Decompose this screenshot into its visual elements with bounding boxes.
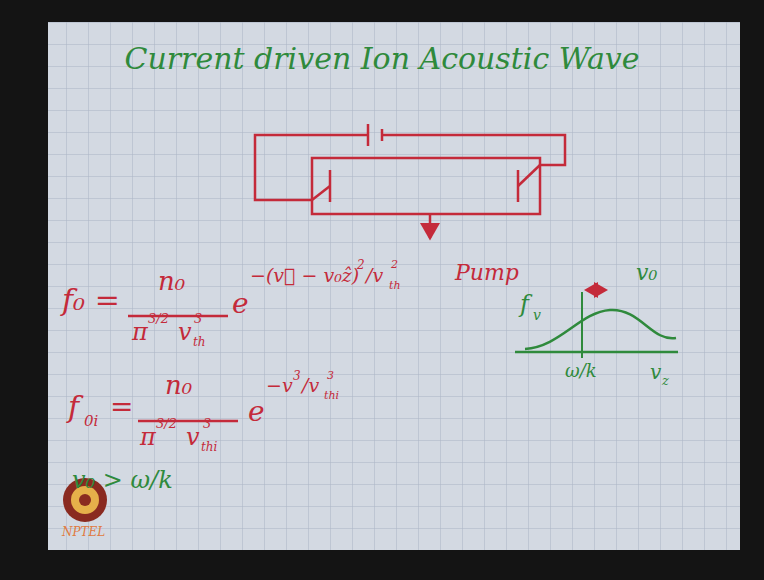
condition: v₀ > ω/k: [72, 468, 173, 492]
equation-term: π: [140, 425, 156, 449]
equation-term: e: [248, 398, 265, 426]
subscript: th: [193, 336, 206, 348]
pump-label: Pump: [455, 262, 519, 284]
subscript: th: [389, 280, 401, 291]
superscript: 2: [357, 259, 365, 271]
board: [48, 22, 740, 550]
subscript: thi: [324, 390, 339, 401]
fraction-bar: [128, 315, 228, 318]
slide-title: Current driven Ion Acoustic Wave: [124, 44, 639, 74]
logo-text: NPTEL: [62, 526, 105, 538]
superscript: 3/2: [156, 417, 177, 430]
superscript: 3/2: [148, 312, 169, 325]
superscript: 3: [203, 417, 211, 430]
circuit: [255, 124, 565, 238]
drift-arrow: [586, 289, 606, 291]
equation-term: f: [68, 392, 79, 422]
axis-tick-label: ω/k: [565, 362, 597, 380]
equation-term: v: [178, 320, 192, 344]
grid: [48, 22, 740, 550]
superscript: 3: [327, 370, 334, 381]
drift-label: v₀: [636, 262, 657, 284]
equation-term: n₀: [158, 268, 185, 294]
subscript: thi: [201, 441, 217, 453]
equation-term: v: [186, 425, 200, 449]
equation-term: n₀: [165, 372, 192, 398]
equation-term: =: [110, 393, 133, 421]
superscript: 2: [391, 259, 398, 270]
exponent: −v: [266, 376, 293, 395]
exponent: /v: [366, 266, 383, 285]
equation-term: π: [132, 320, 148, 344]
axis-label: v: [650, 362, 661, 382]
superscript: 3: [293, 370, 301, 382]
axis-label: f: [520, 292, 529, 316]
superscript: 3: [194, 312, 202, 325]
distribution-plot: [515, 292, 678, 358]
subscript: z: [662, 374, 669, 387]
equation-term: f₀ =: [62, 285, 120, 315]
exponent: /v: [302, 376, 319, 395]
subscript: v: [533, 308, 541, 322]
exponent: −(v⃗ − v₀ẑ): [250, 266, 359, 285]
equation-term: e: [232, 290, 249, 318]
subscript: 0i: [84, 414, 98, 429]
fraction-bar: [138, 420, 238, 423]
